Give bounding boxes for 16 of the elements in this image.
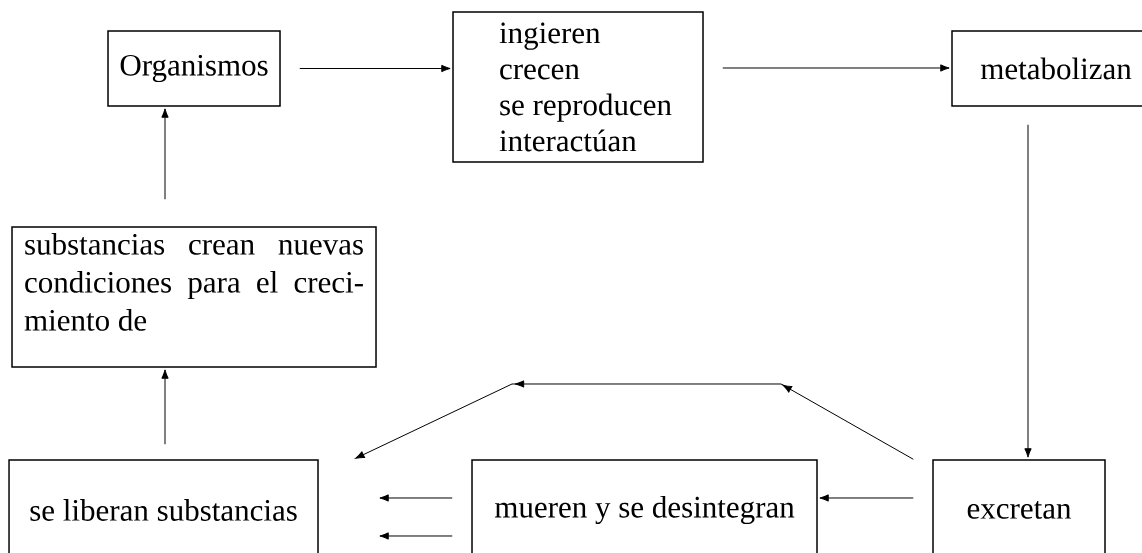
arrow <box>161 369 169 445</box>
process-box: ingieren crecen se reproducen interactúan <box>452 11 704 163</box>
arrow <box>379 494 453 502</box>
arrow <box>379 532 453 540</box>
arrow <box>161 108 169 200</box>
process-box: se liberan substancias <box>8 459 319 553</box>
arrow <box>299 64 451 73</box>
process-box: mueren y se desintegran <box>471 459 818 553</box>
arrow <box>722 64 950 72</box>
arrow <box>1024 124 1032 458</box>
arrow <box>819 494 914 502</box>
process-box: substancias crean nuevas condiciones para el creci- miento de <box>11 226 377 368</box>
process-box: Organismos <box>107 30 281 107</box>
process-box: metabolizan <box>951 30 1142 107</box>
arrow <box>355 380 914 460</box>
process-box: excretan <box>932 459 1106 553</box>
